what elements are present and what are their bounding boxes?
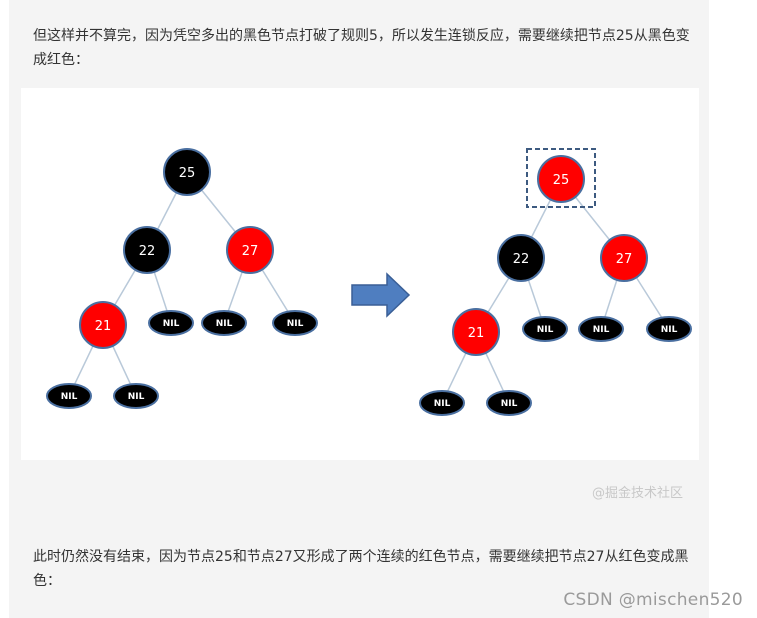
node-label: 22: [513, 252, 530, 267]
paragraph-1: 但这样并不算完，因为凭空多出的黑色节点打破了规则5，所以发生连锁反应，需要继续把…: [33, 28, 690, 68]
left-tree-node-21: 21: [79, 301, 127, 349]
left-tree-nil-2: NIL: [201, 310, 247, 336]
right-arrow-icon: [351, 272, 411, 318]
node-label: 25: [553, 173, 570, 188]
right-tree-nil-1: NIL: [522, 316, 568, 342]
nil-label: NIL: [537, 325, 554, 335]
right-tree-node-22: 22: [497, 234, 545, 282]
left-tree-root: 25: [163, 148, 211, 196]
article-body: 但这样并不算完，因为凭空多出的黑色节点打破了规则5，所以发生连锁反应，需要继续把…: [9, 0, 709, 618]
nil-label: NIL: [501, 399, 518, 409]
right-tree-nil-2: NIL: [578, 316, 624, 342]
tree-diagram: 25 22 27 21 NIL NIL: [46, 148, 692, 416]
right-tree-node-21: 21: [452, 308, 500, 356]
left-tree-node-22: 22: [123, 226, 171, 274]
red-black-tree-figure: 25 22 27 21 NIL NIL: [21, 88, 699, 501]
left-tree-edges: [68, 171, 296, 397]
right-gutter: [709, 0, 757, 618]
csdn-watermark: CSDN @mischen520: [563, 590, 743, 610]
nil-label: NIL: [287, 319, 304, 329]
paragraph-2: 此时仍然没有结束，因为节点25和节点27又形成了两个连续的红色节点，需要继续把节…: [33, 549, 689, 589]
node-label: 21: [95, 319, 112, 334]
left-tree-nil-3: NIL: [272, 310, 318, 336]
nil-label: NIL: [434, 399, 451, 409]
node-label: 27: [616, 252, 633, 267]
nil-label: NIL: [661, 325, 678, 335]
nil-label: NIL: [216, 319, 233, 329]
juejin-watermark: @掘金技术社区: [592, 486, 684, 501]
right-tree-nil-4: NIL: [419, 390, 465, 416]
left-tree-node-27: 27: [226, 226, 274, 274]
nil-label: NIL: [61, 392, 78, 402]
right-tree-edges: [441, 178, 670, 404]
left-tree-nil-4: NIL: [46, 383, 92, 409]
left-tree-nil-5: NIL: [113, 383, 159, 409]
left-tree-nil-1: NIL: [148, 310, 194, 336]
node-label: 27: [242, 244, 259, 259]
nil-label: NIL: [128, 392, 145, 402]
node-label: 22: [139, 244, 156, 259]
right-tree-node-27: 27: [600, 234, 648, 282]
nil-label: NIL: [593, 325, 610, 335]
right-tree-nil-3: NIL: [646, 316, 692, 342]
right-tree-nil-5: NIL: [486, 390, 532, 416]
node-label: 21: [468, 326, 485, 341]
nil-label: NIL: [163, 319, 180, 329]
highlight-box: [526, 148, 596, 208]
right-tree-root: 25: [537, 155, 585, 203]
node-label: 25: [179, 166, 196, 181]
